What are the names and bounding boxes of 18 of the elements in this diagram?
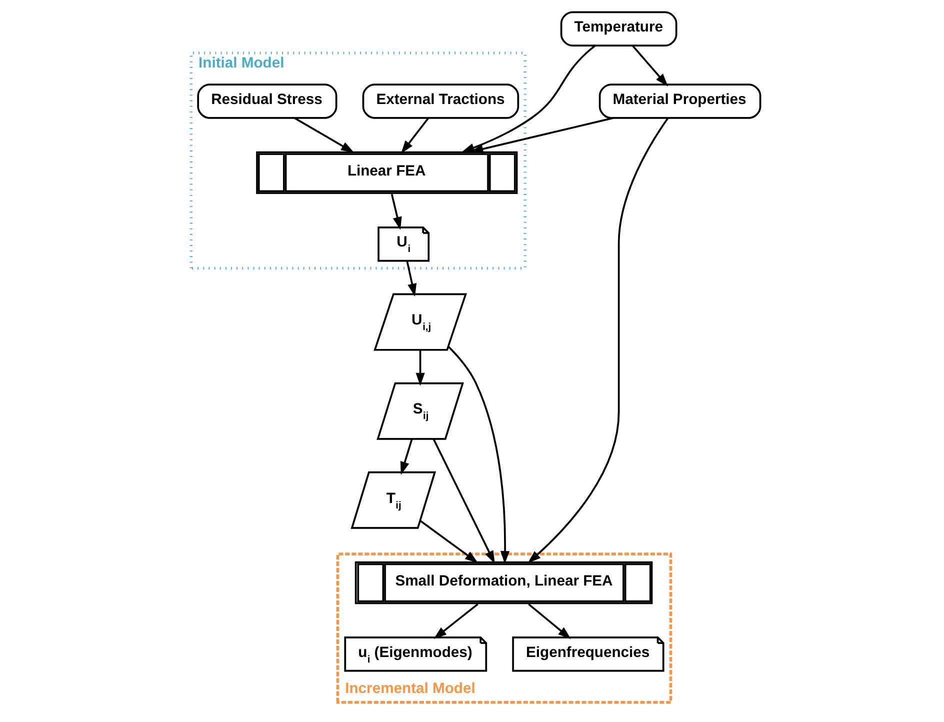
arrow	[434, 603, 478, 640]
node-box: External Tractions	[362, 84, 520, 119]
arrow	[448, 346, 510, 564]
arrow	[528, 603, 572, 640]
node-box: Temperature	[560, 11, 678, 46]
arrow	[294, 117, 354, 153]
arrow	[416, 350, 425, 386]
arrow	[432, 438, 495, 564]
arrow	[420, 520, 478, 563]
arrow	[390, 194, 402, 230]
arrow	[462, 44, 596, 152]
arrow	[528, 118, 669, 564]
node-box: Material Properties	[598, 84, 762, 119]
arrow	[400, 438, 413, 475]
arrow	[632, 45, 668, 86]
node-box: Residual Stress	[197, 84, 338, 119]
arrow	[401, 117, 430, 154]
arrow	[406, 260, 417, 297]
